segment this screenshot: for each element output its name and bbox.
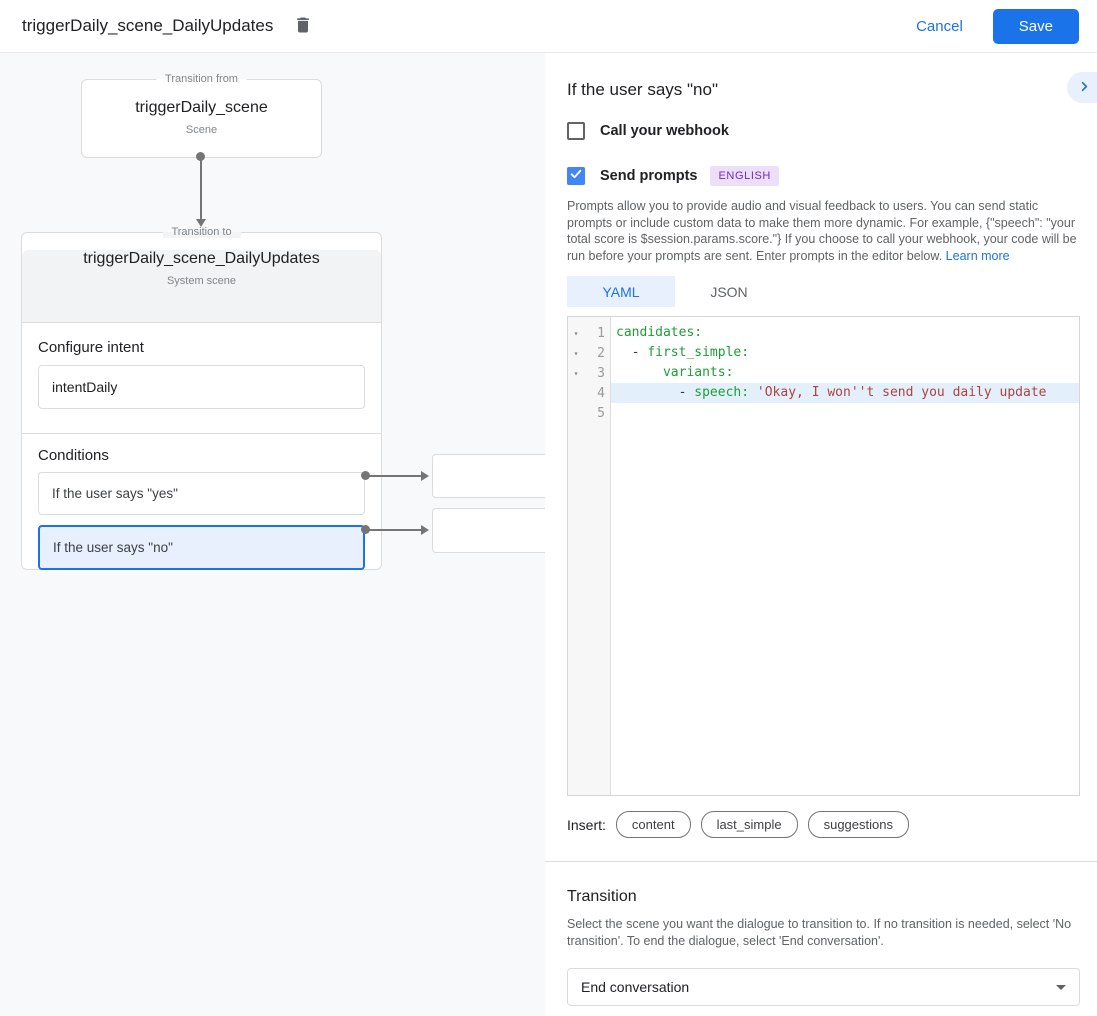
gutter-row: ▾1 (568, 323, 610, 343)
call-webhook-checkbox[interactable] (567, 122, 585, 140)
top-bar: triggerDaily_scene_DailyUpdates Cancel S… (0, 0, 1097, 53)
section-divider (545, 861, 1097, 862)
learn-more-link[interactable]: Learn more (945, 248, 1010, 263)
gutter-row: 5 (568, 403, 610, 423)
code-token: candidates: (616, 325, 703, 340)
arrowhead-right-icon (421, 471, 429, 481)
connector-line-vertical (200, 157, 202, 219)
tab-yaml[interactable]: YAML (567, 276, 675, 307)
panel-title: If the user says "no" (567, 80, 718, 99)
page-title: triggerDaily_scene_DailyUpdates (22, 16, 274, 35)
tab-json[interactable]: JSON (710, 283, 748, 300)
language-badge: ENGLISH (710, 166, 779, 186)
code-token (616, 365, 663, 380)
code-token: variants: (662, 365, 734, 380)
editor-code-area[interactable]: candidates: - first_simple: variants: - … (611, 317, 1079, 795)
code-token: speech: (694, 385, 750, 400)
editor-gutter: ▾1 ▾2 ▾3 4 5 (568, 317, 611, 795)
condition-detail-panel: If the user says "no" Call your webhook … (545, 53, 1097, 1016)
arrowhead-down-icon (196, 219, 206, 227)
delete-button[interactable] (293, 15, 313, 38)
line-number: 3 (597, 365, 605, 381)
line-number: 2 (597, 345, 605, 361)
line-number: 1 (597, 325, 605, 341)
prompts-description-text: Prompts allow you to provide audio and v… (567, 199, 1077, 263)
prompts-description: Prompts allow you to provide audio and v… (567, 198, 1080, 264)
connector-dot (196, 152, 205, 161)
code-line (611, 403, 1079, 423)
send-prompts-checkbox[interactable] (567, 167, 585, 185)
configure-intent-label: Configure intent (38, 339, 144, 356)
insert-row: Insert: content last_simple suggestions (567, 811, 1080, 838)
collapse-panel-button[interactable] (1067, 72, 1097, 103)
line-number: 4 (597, 385, 605, 401)
fold-arrow-icon[interactable]: ▾ (573, 328, 579, 338)
code-line: candidates: (611, 323, 1079, 343)
gutter-row: ▾2 (568, 343, 610, 363)
code-token: - (616, 345, 648, 360)
transition-to-legend: Transition to (162, 226, 241, 238)
fold-arrow-icon[interactable]: ▾ (573, 348, 579, 358)
main-area: Transition from triggerDaily_scene Scene… (0, 53, 1097, 1016)
transition-from-legend: Transition from (156, 73, 247, 85)
gutter-row: ▾3 (568, 363, 610, 383)
code-token: first_simple: (647, 345, 750, 360)
to-scene-subtitle: System scene (166, 275, 237, 287)
code-line-highlighted: - speech: 'Okay, I won''t send you daily… (611, 383, 1079, 403)
intent-field[interactable]: intentDaily (38, 365, 365, 409)
arrowhead-right-icon (421, 525, 429, 535)
from-scene-title: triggerDaily_scene (135, 99, 268, 116)
webhook-row: Call your webhook (567, 122, 1080, 140)
transition-from-node[interactable]: Transition from triggerDaily_scene Scene (81, 73, 322, 158)
insert-chip-content[interactable]: content (615, 811, 691, 838)
transition-section: Transition Select the scene you want the… (545, 862, 1097, 1006)
save-button[interactable]: Save (992, 8, 1079, 44)
transition-description: Select the scene you want the dialogue t… (567, 917, 1072, 948)
transition-to-header[interactable]: triggerDaily_scene_DailyUpdates System s… (22, 250, 381, 323)
transition-target-box[interactable] (432, 508, 545, 553)
dropdown-caret-icon (1056, 985, 1066, 990)
gutter-row: 4 (568, 383, 610, 403)
to-scene-title: triggerDaily_scene_DailyUpdates (83, 250, 320, 267)
code-line: variants: (611, 363, 1079, 383)
line-number: 5 (597, 405, 605, 421)
from-scene-subtitle: Scene (185, 124, 218, 136)
cancel-button[interactable]: Cancel (900, 10, 979, 43)
transition-target-box[interactable] (432, 454, 545, 498)
insert-label: Insert: (567, 816, 606, 833)
code-token: - (616, 385, 695, 400)
send-prompts-label: Send prompts (600, 168, 698, 184)
call-webhook-label: Call your webhook (600, 123, 729, 139)
yaml-code-editor[interactable]: ▾1 ▾2 ▾3 4 5 candidates: - first_simple:… (567, 316, 1080, 796)
fold-arrow-icon[interactable]: ▾ (573, 368, 579, 378)
conditions-label: Conditions (38, 447, 109, 464)
insert-chip-suggestions[interactable]: suggestions (807, 811, 909, 838)
chevron-right-icon (1077, 79, 1092, 97)
connector-line-horizontal (366, 475, 422, 477)
code-token (749, 385, 757, 400)
scene-diagram-canvas: Transition from triggerDaily_scene Scene… (0, 53, 545, 1016)
editor-tabs: YAML JSON (567, 276, 1080, 307)
send-prompts-row: Send prompts ENGLISH (567, 166, 1080, 186)
checkmark-icon (569, 167, 583, 186)
condition-row-yes[interactable]: If the user says "yes" (38, 472, 365, 515)
condition-row-no[interactable]: If the user says "no" (38, 525, 365, 570)
transition-to-node: Transition to triggerDaily_scene_DailyUp… (21, 226, 382, 570)
connector-dot (361, 471, 370, 480)
trash-icon (293, 15, 313, 38)
transition-dropdown[interactable]: End conversation (567, 968, 1080, 1006)
transition-dropdown-value: End conversation (581, 979, 690, 995)
code-line: - first_simple: (611, 343, 1079, 363)
connector-line-horizontal (366, 529, 422, 531)
node-divider (22, 433, 381, 434)
connector-dot (361, 525, 370, 534)
insert-chip-last-simple[interactable]: last_simple (700, 811, 798, 838)
transition-title: Transition (567, 888, 637, 905)
code-token: 'Okay, I won''t send you daily update (756, 385, 1047, 400)
